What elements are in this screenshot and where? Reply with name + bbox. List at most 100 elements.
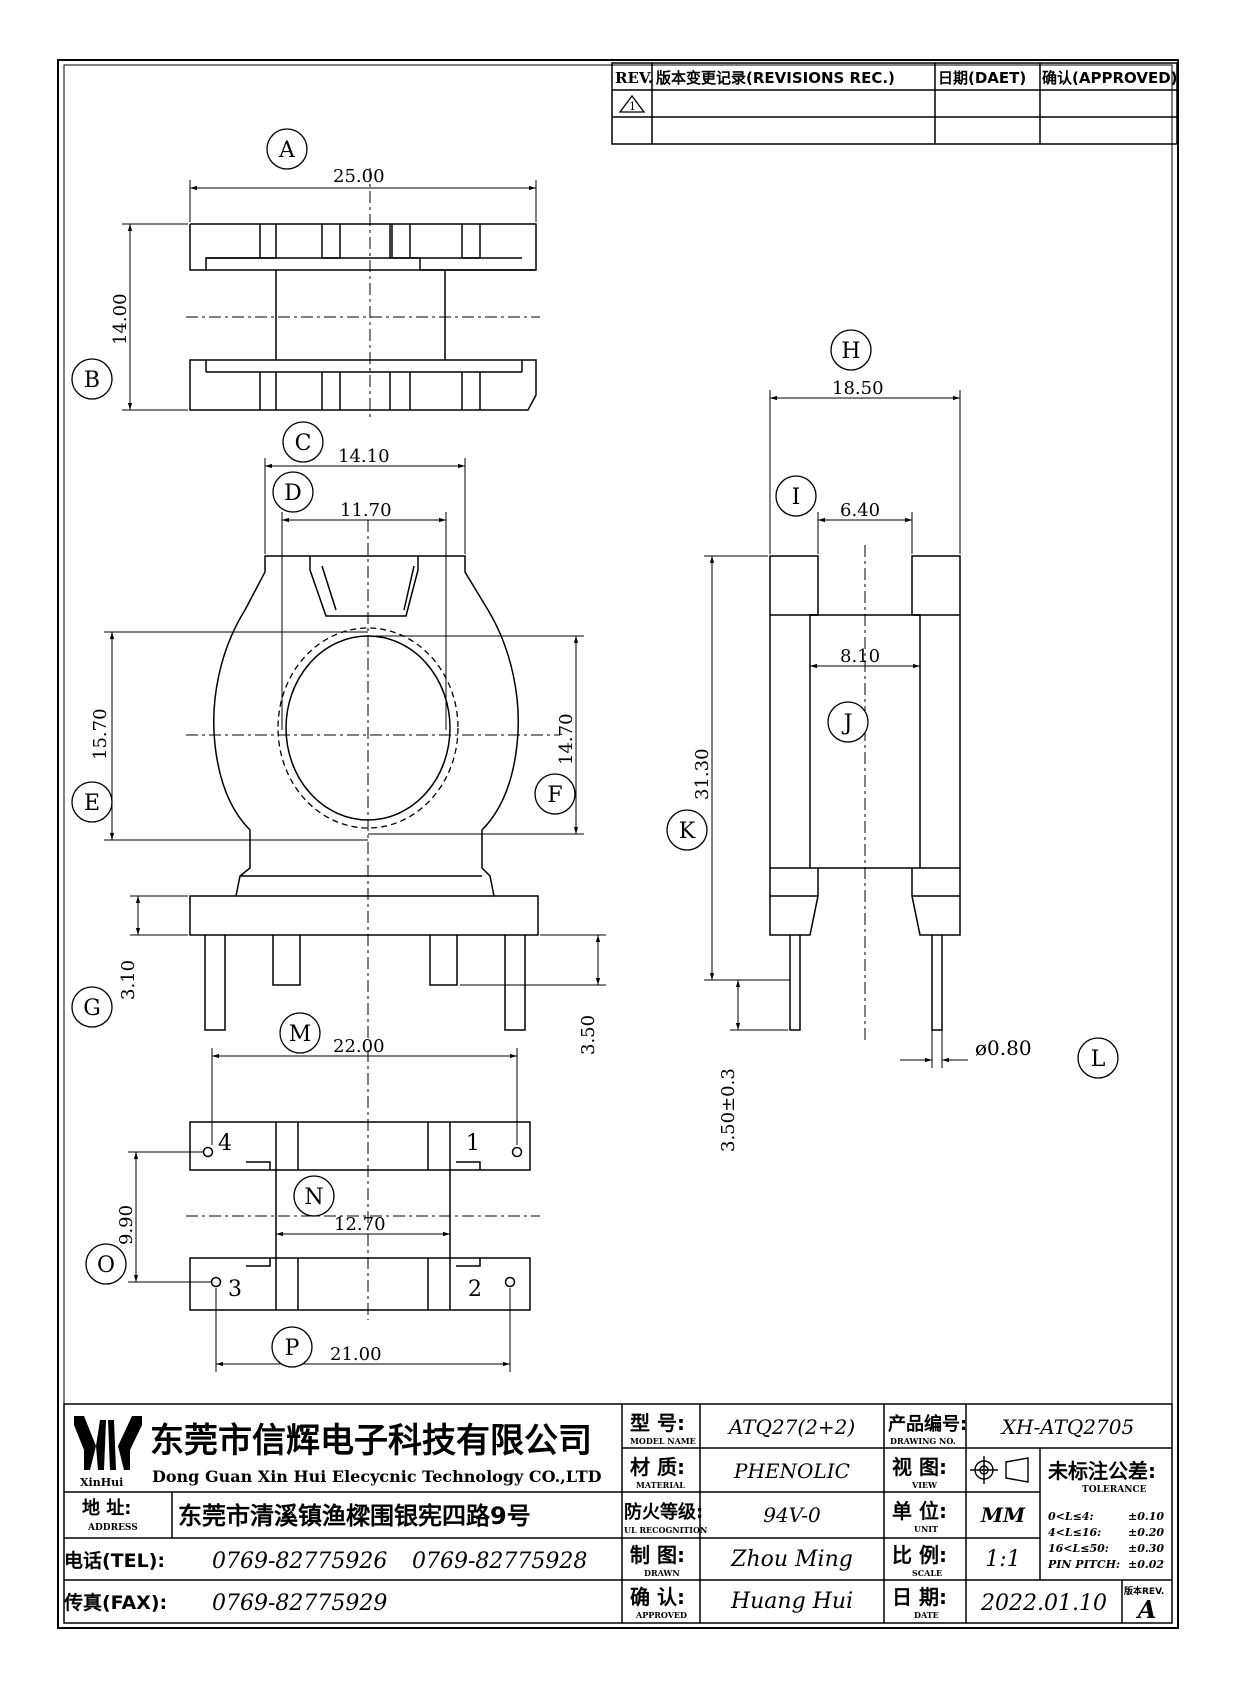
tolerance-label-en: TOLERANCE: [1082, 1485, 1147, 1495]
company-logo: [74, 1416, 142, 1470]
callout-b: B: [84, 368, 100, 393]
revisions-header: 版本变更记录(REVISIONS REC.): [656, 69, 895, 87]
pin-label: 4: [218, 1131, 232, 1156]
rev-mark: 1: [629, 100, 636, 113]
rev-header: REV.: [615, 69, 653, 87]
dim-h: 18.50: [832, 378, 884, 399]
tel-value-1: 0769-82775926: [212, 1549, 387, 1574]
dim-g: 3.10: [118, 960, 139, 1000]
title-block-grid: [63, 1403, 1173, 1624]
dim-b: 14.00: [110, 293, 131, 345]
callout-a: A: [278, 138, 296, 163]
approved-value: Huang Hui: [730, 1589, 853, 1614]
callout-h: H: [841, 339, 860, 364]
dim-m: 22.00: [333, 1036, 385, 1057]
callout-n: N: [304, 1185, 323, 1210]
rev-label: 版本REV.: [1123, 1585, 1164, 1597]
callout-i: I: [792, 485, 801, 510]
pin-4-hole: [202, 1146, 214, 1158]
callout-c: C: [295, 431, 312, 456]
dim-j: 8.10: [840, 646, 880, 667]
flame-value: 94V-0: [763, 1503, 821, 1527]
scale-value: 1:1: [985, 1547, 1020, 1572]
tolerance-range: 4<L≤16:: [1048, 1526, 1101, 1539]
tolerance-value: ±0.20: [1128, 1526, 1164, 1539]
callout-o: O: [97, 1253, 115, 1278]
approved-header: 确认(APPROVED): [1042, 69, 1178, 87]
material-label: 材 质:: [630, 1455, 685, 1479]
tel-value-2: 0769-82775928: [412, 1549, 587, 1574]
pin-label: 3: [228, 1277, 242, 1302]
scale-label-en: SCALE: [912, 1568, 942, 1578]
tolerance-range: 0<L≤4:: [1048, 1510, 1094, 1523]
drawn-label-en: DRAWN: [644, 1568, 680, 1578]
dim-n: 12.70: [334, 1214, 386, 1235]
callout-bubbles: [71, 128, 1119, 1368]
drawn-label: 制 图:: [630, 1543, 685, 1567]
dim-c: 14.10: [338, 446, 390, 467]
inner-frame: [63, 64, 1173, 1624]
dim-o: 9.90: [116, 1205, 137, 1245]
unit-label: 单 位:: [892, 1499, 947, 1523]
pin-2-hole: [504, 1276, 516, 1288]
address-label-en: ADDRESS: [87, 1523, 138, 1533]
tolerance-value: ±0.02: [1128, 1558, 1164, 1571]
tolerance-label: 未标注公差:: [1048, 1459, 1156, 1483]
view-top-body: [189, 223, 537, 411]
drawing-no-value: XH-ATQ2705: [1000, 1415, 1134, 1439]
address-value: 东莞市清溪镇渔樑围银宪四路9号: [178, 1502, 531, 1530]
company-name-en: Dong Guan Xin Hui Elecycnic Technology C…: [152, 1467, 602, 1486]
outer-frame: [57, 59, 1179, 1629]
view-label-en: VIEW: [911, 1480, 938, 1490]
dim-f: 14.70: [556, 713, 577, 765]
tolerance-table: 0<L≤4: ±0.10 4<L≤16: ±0.20 16<L≤50: ±0.3…: [1047, 1510, 1164, 1571]
dim-p: 21.00: [330, 1344, 382, 1365]
pin-1-hole: [511, 1146, 523, 1158]
scale-label: 比 例:: [892, 1543, 947, 1567]
dim-k2: 3.50±0.3: [718, 1068, 739, 1152]
address-label: 地 址:: [82, 1497, 131, 1519]
date-value: 2022.01.10: [980, 1591, 1107, 1616]
revision-table: [611, 62, 1178, 145]
date-header: 日期(DAET): [938, 69, 1026, 87]
drawing-no-label: 产品编号:: [888, 1413, 967, 1435]
pin-3-hole: [210, 1276, 222, 1288]
tolerance-range: PIN PITCH:: [1047, 1558, 1120, 1571]
dim-e: 15.70: [90, 708, 111, 760]
approved-label-en: APPROVED: [635, 1610, 687, 1620]
dim-k: 31.30: [692, 748, 713, 800]
rev-triangle-icon: [618, 94, 646, 113]
callout-k: K: [679, 819, 696, 844]
callout-letters: A B C D E F G H I J K L M N O P: [83, 138, 1105, 1361]
callout-l: L: [1091, 1047, 1106, 1072]
dim-d: 11.70: [340, 500, 392, 521]
unit-value: MM: [980, 1503, 1026, 1527]
approved-label: 确 认:: [630, 1585, 685, 1609]
callout-e: E: [84, 791, 100, 816]
tolerance-range: 16<L≤50:: [1048, 1542, 1109, 1555]
fax-value: 0769-82775929: [212, 1591, 387, 1616]
pin-label: 2: [468, 1277, 482, 1302]
view-side: [769, 555, 961, 1031]
unit-label-en: UNIT: [914, 1524, 938, 1534]
flame-label: 防火等级:: [624, 1501, 703, 1523]
material-label-en: MATERIAL: [636, 1480, 685, 1490]
view-front: [189, 555, 539, 1031]
company-name-cn: 东莞市信辉电子科技有限公司: [150, 1421, 592, 1461]
model-label: 型 号:: [630, 1411, 685, 1435]
view-label: 视 图:: [892, 1455, 947, 1479]
view-bottom: [189, 1121, 531, 1311]
rev-value: A: [1136, 1595, 1157, 1624]
callout-j: J: [842, 711, 853, 736]
dim-a: 25.00: [333, 166, 385, 187]
tel-label: 电话(TEL):: [64, 1549, 165, 1572]
callout-f: F: [547, 783, 562, 808]
drawn-value: Zhou Ming: [730, 1547, 853, 1572]
material-value: PHENOLIC: [733, 1459, 850, 1483]
callout-m: M: [289, 1022, 312, 1047]
projection-symbol-icon: [970, 1456, 1029, 1484]
date-label-en: DATE: [914, 1610, 939, 1620]
callout-g: G: [83, 996, 101, 1021]
date-label: 日 期:: [892, 1585, 947, 1609]
